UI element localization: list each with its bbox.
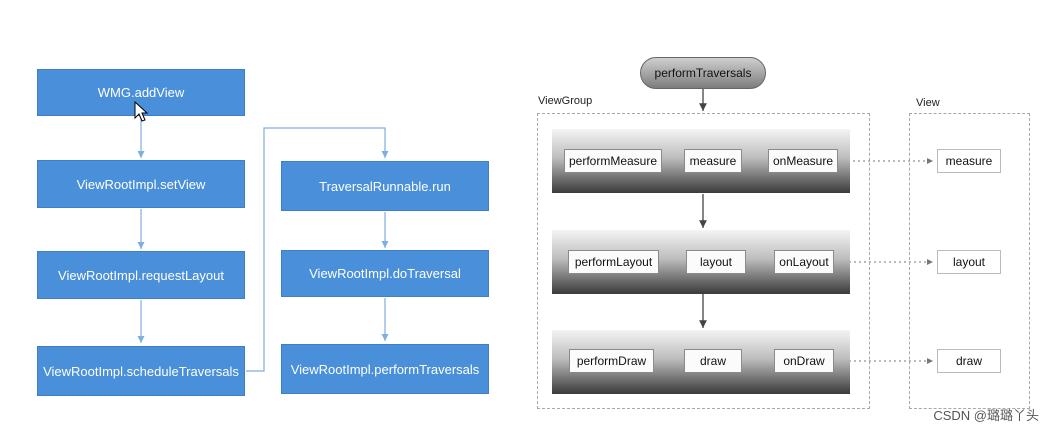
node-onmeasure: onMeasure: [768, 149, 838, 173]
node-traversalrunnable: TraversalRunnable.run: [281, 161, 489, 211]
node-performdraw: performDraw: [569, 349, 654, 373]
node-performlayout: performLayout: [568, 250, 659, 274]
node-performmeasure: performMeasure: [564, 149, 662, 173]
watermark: CSDN @璐璐丫头: [933, 408, 1039, 423]
node-dotraversal: ViewRootImpl.doTraversal: [281, 250, 489, 297]
node-ondraw: onDraw: [774, 349, 834, 373]
performtraversals-pill: performTraversals: [640, 57, 766, 89]
node-requestlayout: ViewRootImpl.requestLayout: [37, 251, 245, 299]
arrow-schedule-runnable: [246, 127, 389, 372]
node-scheduletraversals: ViewRootImpl.scheduleTraversals: [37, 346, 245, 396]
node-measure: measure: [684, 149, 742, 173]
view-label: View: [916, 97, 940, 109]
view-node-measure: measure: [937, 149, 1001, 173]
view-node-draw: draw: [937, 349, 1001, 373]
view-node-layout: layout: [937, 250, 1001, 274]
viewgroup-container: [537, 113, 870, 409]
node-draw: draw: [684, 349, 742, 373]
viewgroup-label: ViewGroup: [538, 95, 593, 107]
node-performtraversals: ViewRootImpl.performTraversals: [281, 344, 489, 394]
view-container: [909, 113, 1030, 409]
mouse-cursor-icon: [134, 101, 149, 122]
node-onlayout: onLayout: [774, 250, 834, 274]
node-layout: layout: [686, 250, 746, 274]
node-setview: ViewRootImpl.setView: [37, 160, 245, 208]
